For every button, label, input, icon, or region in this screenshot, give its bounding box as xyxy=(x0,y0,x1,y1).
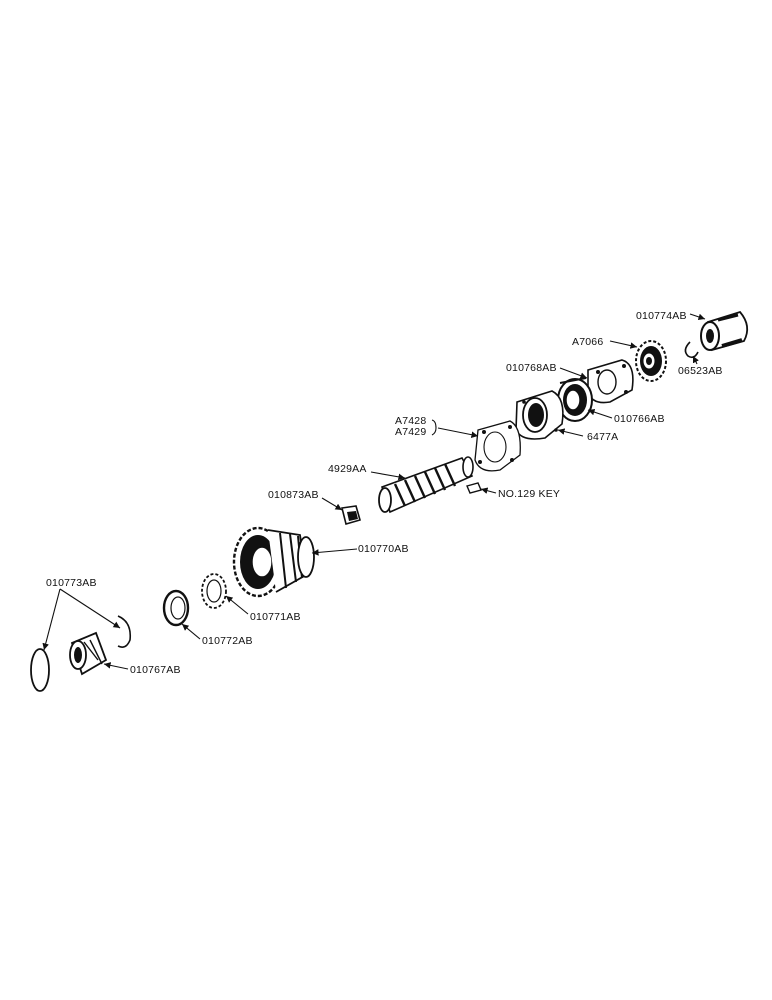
label-010768ab: 010768AB xyxy=(506,362,557,374)
part-nut-010767ab xyxy=(69,631,108,676)
label-010771ab: 010771AB xyxy=(250,611,301,623)
part-shaft-4929aa xyxy=(378,456,474,514)
part-labels: 010774AB 06523AB A7066 010768AB 010766AB… xyxy=(46,310,723,676)
leader-010771ab xyxy=(225,595,249,615)
label-010767ab: 010767AB xyxy=(130,664,181,676)
leader-a7066 xyxy=(609,340,638,349)
label-a7429: A7429 xyxy=(395,426,426,438)
label-010774ab: 010774AB xyxy=(636,310,687,322)
part-key-no129 xyxy=(466,482,482,494)
leader-010770ab xyxy=(311,548,358,556)
label-4929aa: 4929AA xyxy=(328,463,367,475)
label-06523ab: 06523AB xyxy=(678,365,723,377)
leader-010772ab xyxy=(181,623,201,640)
part-plate-010768ab xyxy=(587,359,634,404)
leader-010773ab-clip xyxy=(42,588,61,651)
leader-a7428-a7429 xyxy=(437,427,479,438)
leader-06523ab xyxy=(692,355,699,365)
part-snap-rings-010773ab xyxy=(30,615,132,692)
label-6477a: 6477A xyxy=(587,431,618,443)
leader-4929aa xyxy=(370,471,406,481)
leader-no129-key xyxy=(480,487,497,494)
part-gasket-a7428-a7429 xyxy=(474,420,521,472)
leader-010766ab xyxy=(587,408,613,419)
part-gear-a7066 xyxy=(635,340,667,382)
part-bearing-010766ab xyxy=(557,377,593,422)
part-washer-010772ab xyxy=(162,589,190,627)
leader-010873ab xyxy=(321,497,343,511)
label-010770ab: 010770AB xyxy=(358,543,409,555)
part-lock-washer-010771ab xyxy=(201,573,227,609)
leader-010773ab-ring xyxy=(59,588,121,629)
part-bushing-010774ab xyxy=(700,310,749,352)
part-snap-ring-06523ab xyxy=(684,341,699,359)
label-010772ab: 010772AB xyxy=(202,635,253,647)
label-no129-key: NO.129 KEY xyxy=(498,488,560,500)
leader-010768ab xyxy=(559,367,588,379)
label-010766ab: 010766AB xyxy=(614,413,665,425)
leader-lines xyxy=(42,313,706,670)
label-010773ab: 010773AB xyxy=(46,577,97,589)
leader-010774ab xyxy=(689,313,706,321)
part-housing-6477a xyxy=(515,390,564,440)
part-cluster-gear-010770ab xyxy=(232,526,315,598)
label-a7066: A7066 xyxy=(572,336,603,348)
bracket-a7428-a7429 xyxy=(431,419,437,436)
label-a7428: A7428 xyxy=(395,415,426,427)
label-010873ab: 010873AB xyxy=(268,489,319,501)
part-nut-010873ab xyxy=(341,505,361,525)
leader-6477a xyxy=(557,428,584,437)
leader-010767ab xyxy=(103,662,129,670)
